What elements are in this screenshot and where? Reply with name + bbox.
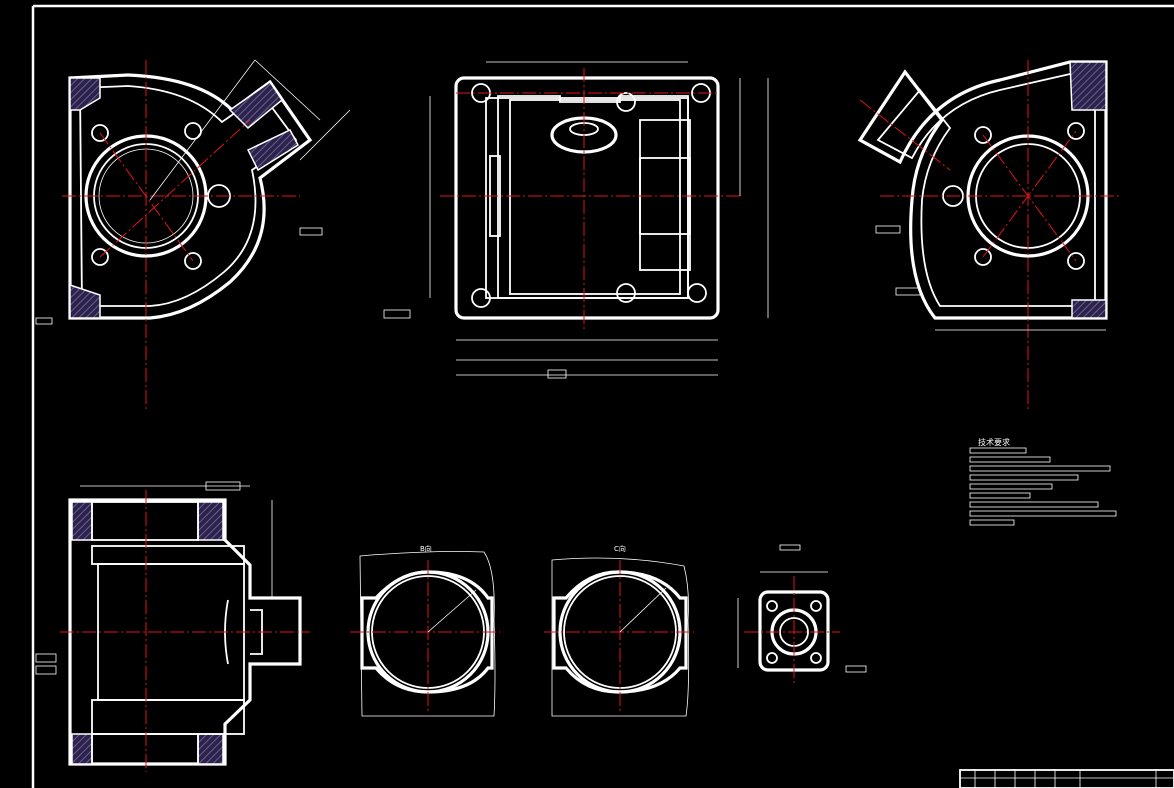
flange-view [737, 544, 867, 684]
technical-requirements-title: 技术要求 [978, 437, 1010, 447]
drawing-frame [31, 4, 1174, 788]
view-b-label: B向 [420, 544, 432, 553]
view-c-label: C向 [614, 544, 626, 553]
side-view-right [857, 60, 1120, 410]
title-block [959, 769, 1174, 788]
front-view-left [35, 59, 351, 410]
technical-requirements-lines [969, 447, 1117, 526]
technical-requirements: 技术要求 [969, 437, 1117, 526]
plan-view-center [383, 61, 769, 379]
view-b: B向 [350, 544, 500, 717]
view-c: C向 [544, 544, 694, 717]
section-view-bottom-left [35, 481, 310, 772]
